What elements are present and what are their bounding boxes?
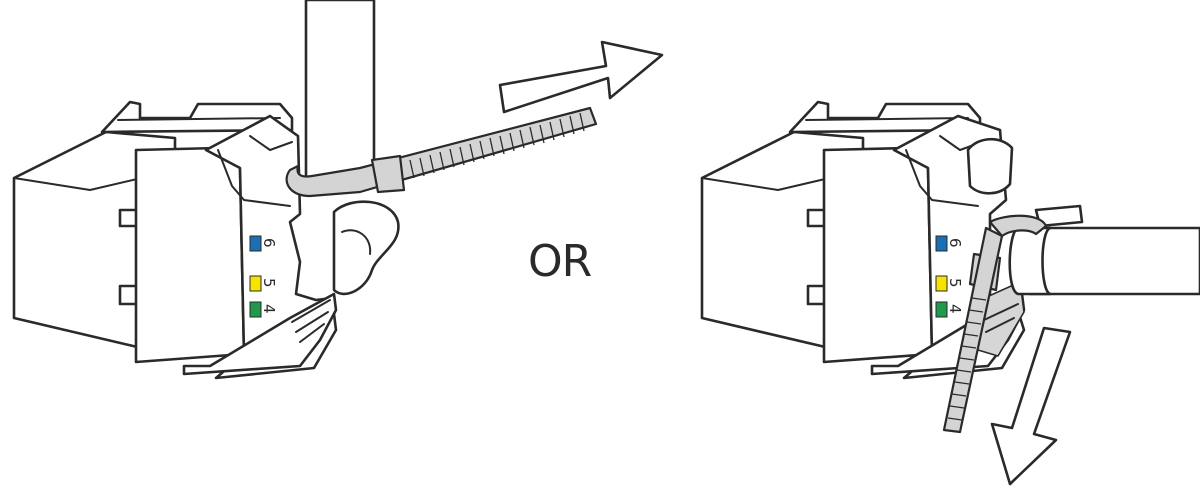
pin-4-label: 4 bbox=[260, 304, 278, 314]
or-separator: OR bbox=[528, 236, 592, 287]
pin-6-swatch bbox=[249, 235, 262, 252]
pin-5-label: 5 bbox=[260, 278, 278, 288]
cable-tie-right bbox=[942, 214, 1048, 434]
right-panel: 6 5 4 bbox=[700, 100, 1200, 486]
arrow-down-icon bbox=[990, 326, 1072, 486]
pin-6-swatch-right bbox=[935, 235, 948, 252]
pin-6-label: 6 bbox=[260, 238, 278, 248]
pin-4-swatch-right bbox=[935, 301, 948, 318]
left-panel: 6 5 4 bbox=[12, 0, 664, 380]
vertical-cable bbox=[304, 0, 376, 182]
arrow-right-icon bbox=[498, 40, 664, 114]
pin-5-swatch bbox=[249, 275, 262, 292]
pin-6-label-right: 6 bbox=[946, 238, 964, 248]
pin-5-swatch-right bbox=[935, 275, 948, 292]
pin-labels-right: 6 5 4 bbox=[935, 235, 964, 318]
pin-5-label-right: 5 bbox=[946, 278, 964, 288]
pin-4-swatch bbox=[249, 301, 262, 318]
cable-tie-left bbox=[285, 106, 598, 198]
pin-labels-left: 6 5 4 bbox=[249, 235, 278, 318]
horizontal-cable bbox=[1008, 204, 1200, 296]
keystone-jack-left bbox=[12, 100, 400, 380]
pin-4-label-right: 4 bbox=[946, 304, 964, 314]
keystone-jack-right bbox=[700, 100, 1026, 380]
